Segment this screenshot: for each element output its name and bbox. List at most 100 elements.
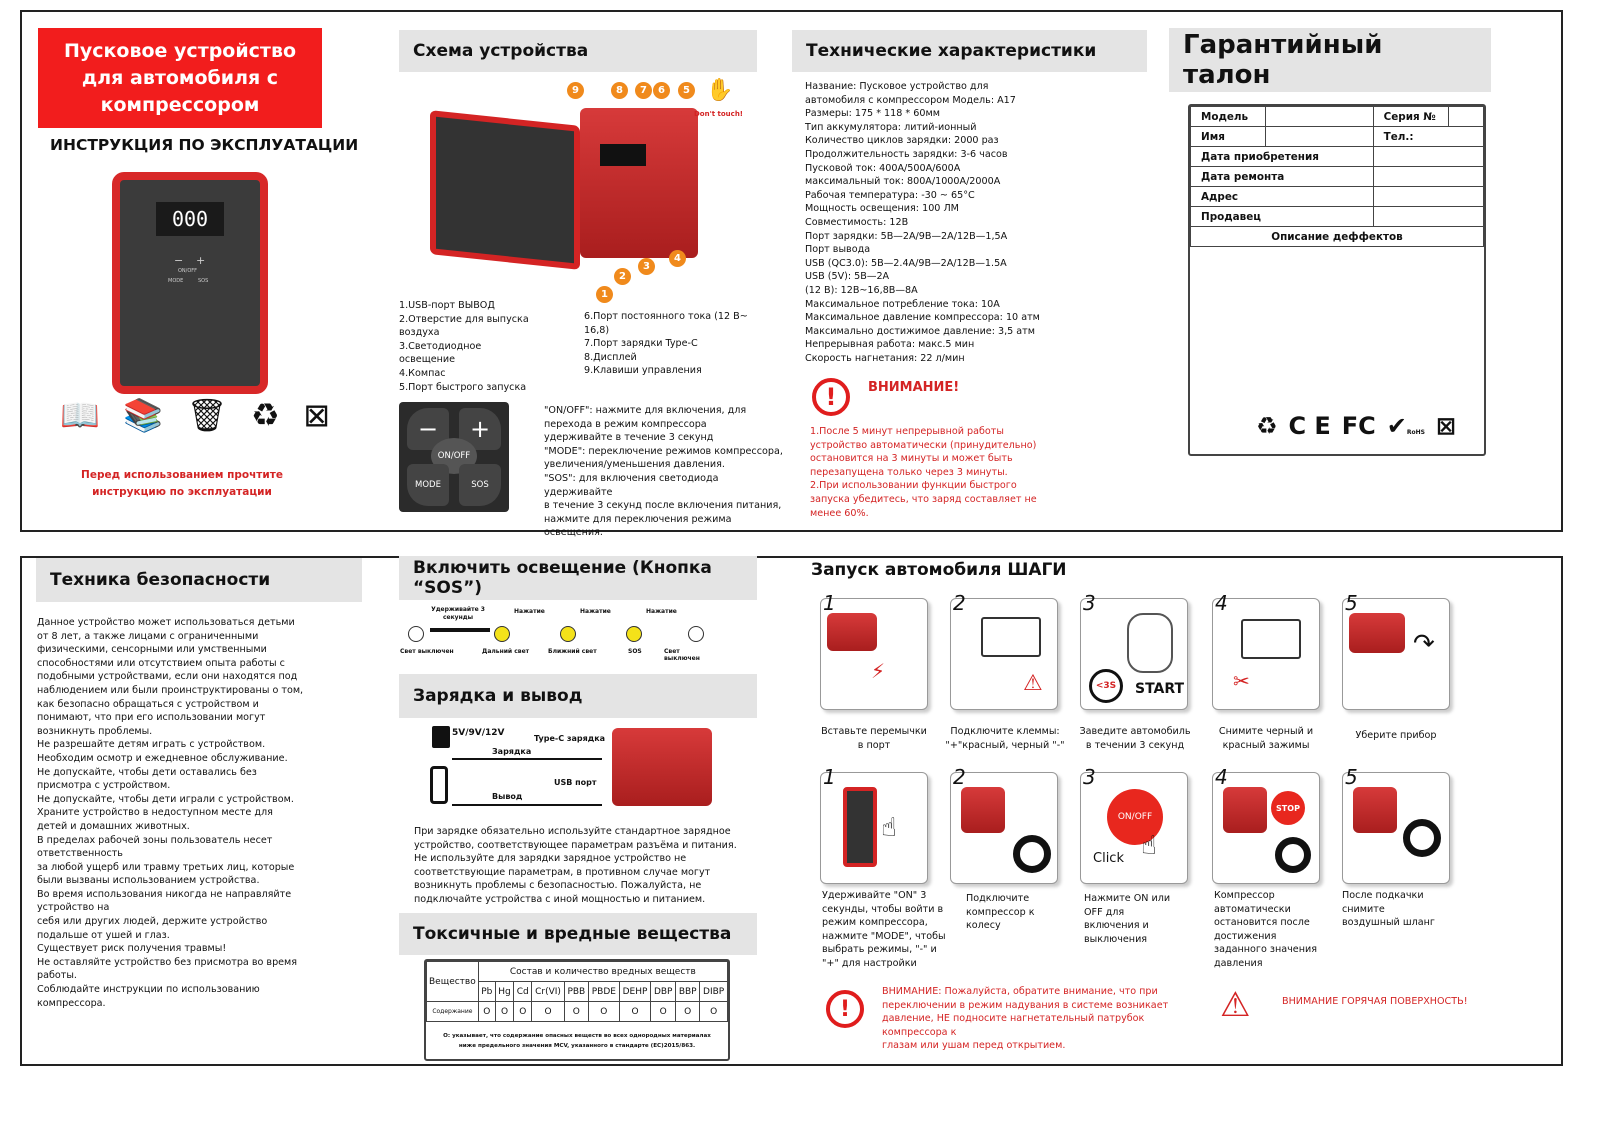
press-hand-icon: ☝ [881, 813, 897, 843]
light-off-icon [688, 626, 704, 642]
defects-label: Описание деффектов [1190, 226, 1484, 247]
comp-step-1: 1 ☝ [820, 765, 928, 884]
serial-label: Серия № [1372, 106, 1449, 127]
callout-3: 3 [638, 258, 655, 275]
val-pb: O [477, 1001, 496, 1022]
serial-field[interactable] [1447, 106, 1485, 127]
sub-cr: Cr(VI) [531, 981, 565, 1002]
trash-bin-icon: 🗑 [186, 396, 228, 434]
step-number: 5 [1345, 591, 1358, 615]
light-hold-label: Удерживайте 3 секунды [431, 606, 485, 621]
start-step-2: 2 ⚠ [950, 591, 1058, 710]
model-field[interactable] [1265, 106, 1374, 127]
name-field[interactable] [1265, 126, 1374, 147]
step-device-image [1223, 787, 1267, 833]
sub-dbp: DBP [650, 981, 677, 1002]
table-title: Состав и количество вредных веществ [477, 961, 729, 982]
safety-title: Техника безопасности [36, 558, 362, 602]
pressure-warning-icon: ! [826, 990, 864, 1028]
callout-1: 1 [596, 286, 613, 303]
val-hg: O [494, 1001, 515, 1022]
val-pbde: O [587, 1001, 620, 1022]
light-high-icon [494, 626, 510, 642]
wheel-icon [1403, 819, 1441, 857]
start-label: START [1135, 681, 1185, 697]
comp-step-1-caption: Удерживайте "ON" 3 секунды, чтобы войти … [822, 890, 946, 969]
val-cr: O [531, 1001, 565, 1022]
press-label-2: Нажатие [580, 608, 611, 615]
toxic-title: Токсичные и вредные вещества [399, 913, 757, 955]
step-device-image [1349, 613, 1405, 653]
light-title: Включить освещение (Кнопка “SOS”) [399, 556, 757, 600]
click-label: Click [1093, 851, 1124, 866]
charge-label: Зарядка [492, 747, 532, 756]
step-number: 3 [1083, 591, 1096, 615]
warning-icon: ! [812, 378, 850, 416]
purchase-field[interactable] [1372, 146, 1485, 167]
sub-pbb: PBB [563, 981, 589, 1002]
phone-icon [430, 766, 448, 804]
callout-7: 7 [635, 82, 652, 99]
recycle-mark-icon: ♻ [1256, 412, 1278, 440]
crossed-bin-icon: ⊠ [303, 396, 330, 434]
light-arrow [430, 628, 490, 632]
device-side [580, 108, 698, 258]
read-note: Перед использованием прочтите инструкцию… [81, 469, 283, 498]
device-onoff: ON/OFF [178, 268, 198, 274]
start-step-3-caption: Заведите автомобиль в течении 3 секунд [1079, 726, 1191, 751]
device-keys: − + ON/OFF MODE SOS [166, 252, 216, 292]
weee-mark-icon: ⊠ [1435, 412, 1456, 440]
start-step-4-caption: Снимите черный и красный зажимы [1218, 726, 1314, 751]
start-step-5: 5 ↷ [1342, 591, 1450, 710]
comp-step-3-caption: Нажмите ON или OFF для включения и выклю… [1084, 893, 1171, 945]
callout-8: 8 [611, 82, 628, 99]
dont-touch-label: Don't touch! [694, 110, 743, 118]
three-seconds-icon: <3S [1089, 669, 1123, 703]
device-display-scheme [600, 144, 646, 166]
address-label: Адрес [1190, 186, 1374, 207]
voltage-label: 5V/9V/12V [452, 728, 505, 738]
manual-page-1: Пусковое устройство для автомобиля с ком… [20, 10, 1563, 538]
battery-icon [1241, 619, 1301, 659]
state-label-low: Ближний свет [548, 648, 597, 655]
rohs-mark-icon: ✔RoHS [1386, 412, 1425, 440]
seller-field[interactable] [1372, 206, 1485, 227]
light-sequence: Удерживайте 3 секунды Нажатие Нажатие На… [400, 604, 712, 662]
sub-pb: Pb [477, 981, 496, 1002]
sub-dehp: DEHP [618, 981, 652, 1002]
key-mode: MODE [407, 464, 449, 506]
wheel-icon [1013, 835, 1051, 873]
light-state-off-icon [408, 626, 424, 642]
scheme-title: Схема устройства [399, 30, 757, 72]
cover-title: Пусковое устройство для автомобиля с ком… [38, 28, 322, 128]
start-title: Запуск автомобиля ШАГИ [811, 560, 1067, 580]
plug-icon [432, 726, 450, 748]
light-sos-icon [626, 626, 642, 642]
key-minus: − [407, 408, 449, 450]
manual-page-2: Техника безопасности Данное устройство м… [20, 556, 1563, 1066]
comp-step-5: 5 [1342, 765, 1450, 884]
toxic-note: O: указывает, что содержание опасных вещ… [443, 1033, 711, 1049]
comp-step-4-caption: Компрессор автоматически остановится пос… [1214, 890, 1317, 969]
address-field[interactable] [1372, 186, 1485, 207]
state-label-off-end: Свет выключен [664, 648, 700, 662]
repair-field[interactable] [1372, 166, 1485, 187]
device-front-image: 000 − + ON/OFF MODE SOS [112, 172, 268, 394]
callout-6: 6 [653, 82, 670, 99]
step-device-image [961, 787, 1005, 833]
wheel-icon [1275, 837, 1311, 873]
start-step-2-caption: Подключите клеммы: "+"красный, черный "-… [945, 726, 1065, 751]
parts-list-left: 1.USB-порт ВЫВОД 2.Отверстие для выпуска… [399, 300, 529, 393]
start-step-3: 3 <3S START [1080, 591, 1188, 710]
charge-title: Зарядка и вывод [399, 674, 757, 718]
val-dbp: O [650, 1001, 677, 1022]
fcc-mark-icon: FC [1341, 412, 1376, 440]
sub-cd: Cd [513, 981, 533, 1002]
device-front-icon [843, 787, 877, 867]
state-label-high: Дальний свет [482, 648, 530, 655]
pressure-warning-text: ВНИМАНИЕ: Пожалуйста, обратите внимание,… [882, 986, 1169, 1052]
state-label-off: Свет выключен [400, 648, 454, 655]
